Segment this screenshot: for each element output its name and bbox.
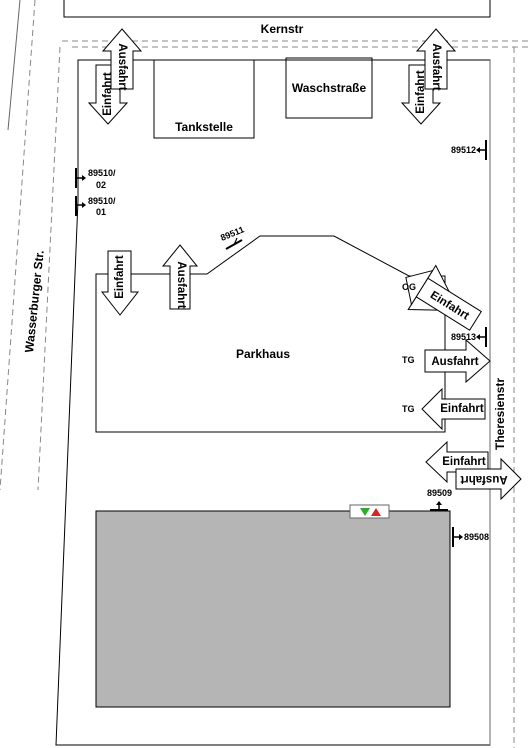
parkhaus-building bbox=[95, 235, 446, 433]
ausfahrt-label-west: Ausfahrt bbox=[116, 43, 128, 90]
ausfahrt-label-parkhaus: Ausfahrt bbox=[175, 261, 187, 308]
theresienstr-label: Theresienstr bbox=[493, 378, 507, 450]
marker-89508: 89508 bbox=[452, 527, 489, 547]
tg-einfahrt-arrow bbox=[421, 387, 486, 431]
ausfahrt-arrow-east bbox=[415, 28, 457, 90]
ausfahrt-arrow-parkhaus bbox=[161, 244, 199, 310]
einfahrt-arrow-parkhaus bbox=[100, 250, 140, 316]
marker-89509-label: 89509 bbox=[427, 488, 452, 498]
signal-red-triangle bbox=[371, 508, 381, 516]
ausfahrt-arrow-west bbox=[101, 28, 143, 90]
parkhaus-label: Parkhaus bbox=[236, 347, 290, 361]
west-gate-arrows: Einfahrt Ausfahrt bbox=[87, 28, 143, 125]
theresien-ausfahrt-arrow bbox=[455, 457, 522, 501]
tg-level-label-2: TG bbox=[402, 404, 415, 414]
marker-89510-01: 89510/ 01 bbox=[75, 196, 116, 217]
marker-89510-01-label-a: 89510/ bbox=[88, 196, 116, 206]
tg-ausfahrt-arrow bbox=[424, 338, 491, 384]
tankstelle-building bbox=[153, 59, 255, 139]
signal-box bbox=[349, 504, 390, 519]
tankstelle-label: Tankstelle bbox=[175, 120, 233, 134]
tg-einfahrt-label: Einfahrt bbox=[440, 403, 484, 415]
og-level-label: OG bbox=[402, 282, 416, 292]
marker-89510-02: 89510/ 02 bbox=[75, 168, 116, 190]
property-outline bbox=[55, 59, 491, 746]
marker-89510-02-label-a: 89510/ bbox=[88, 168, 116, 178]
einfahrt-label-parkhaus: Einfahrt bbox=[114, 255, 126, 299]
tg-level-label-1: TG bbox=[402, 355, 415, 365]
wasserburger-edge-west bbox=[0, 0, 36, 491]
marker-89512: 89512 bbox=[451, 140, 487, 160]
wasserburger-outer-line bbox=[7, 0, 21, 131]
tg-ausfahrt-label: Ausfahrt bbox=[431, 356, 478, 368]
og-einfahrt-arrow: Einfahrt bbox=[405, 264, 482, 331]
large-building bbox=[95, 510, 451, 708]
marker-89513: 89513 bbox=[451, 327, 487, 347]
marker-89508-label: 89508 bbox=[464, 532, 489, 542]
ausfahrt-label-east: Ausfahrt bbox=[430, 43, 442, 90]
wasserburger-label: Wasserburger Str. bbox=[22, 249, 47, 353]
theresien-ausfahrt-label: Ausfahrt bbox=[460, 473, 507, 485]
marker-89511: 89511 bbox=[219, 224, 245, 250]
east-gate-arrows: Einfahrt Ausfahrt bbox=[400, 28, 457, 125]
marker-89513-label: 89513 bbox=[451, 332, 476, 342]
waschstrasse-label: Waschstraße bbox=[292, 81, 367, 95]
northern-block-outline bbox=[63, 0, 491, 18]
marker-89510-02-label-b: 02 bbox=[96, 180, 106, 190]
marker-89510-01-label-b: 01 bbox=[96, 207, 106, 217]
marker-89509: 89509 bbox=[427, 488, 452, 511]
kernstr-label: Kernstr bbox=[261, 22, 304, 36]
signal-green-triangle bbox=[360, 508, 370, 516]
waschstrasse-building bbox=[285, 57, 373, 119]
marker-89512-label: 89512 bbox=[451, 145, 476, 155]
theresien-einfahrt-label: Einfahrt bbox=[442, 456, 486, 468]
einfahrt-label-east: Einfahrt bbox=[415, 70, 427, 114]
wasserburger-edge-east bbox=[37, 46, 61, 491]
